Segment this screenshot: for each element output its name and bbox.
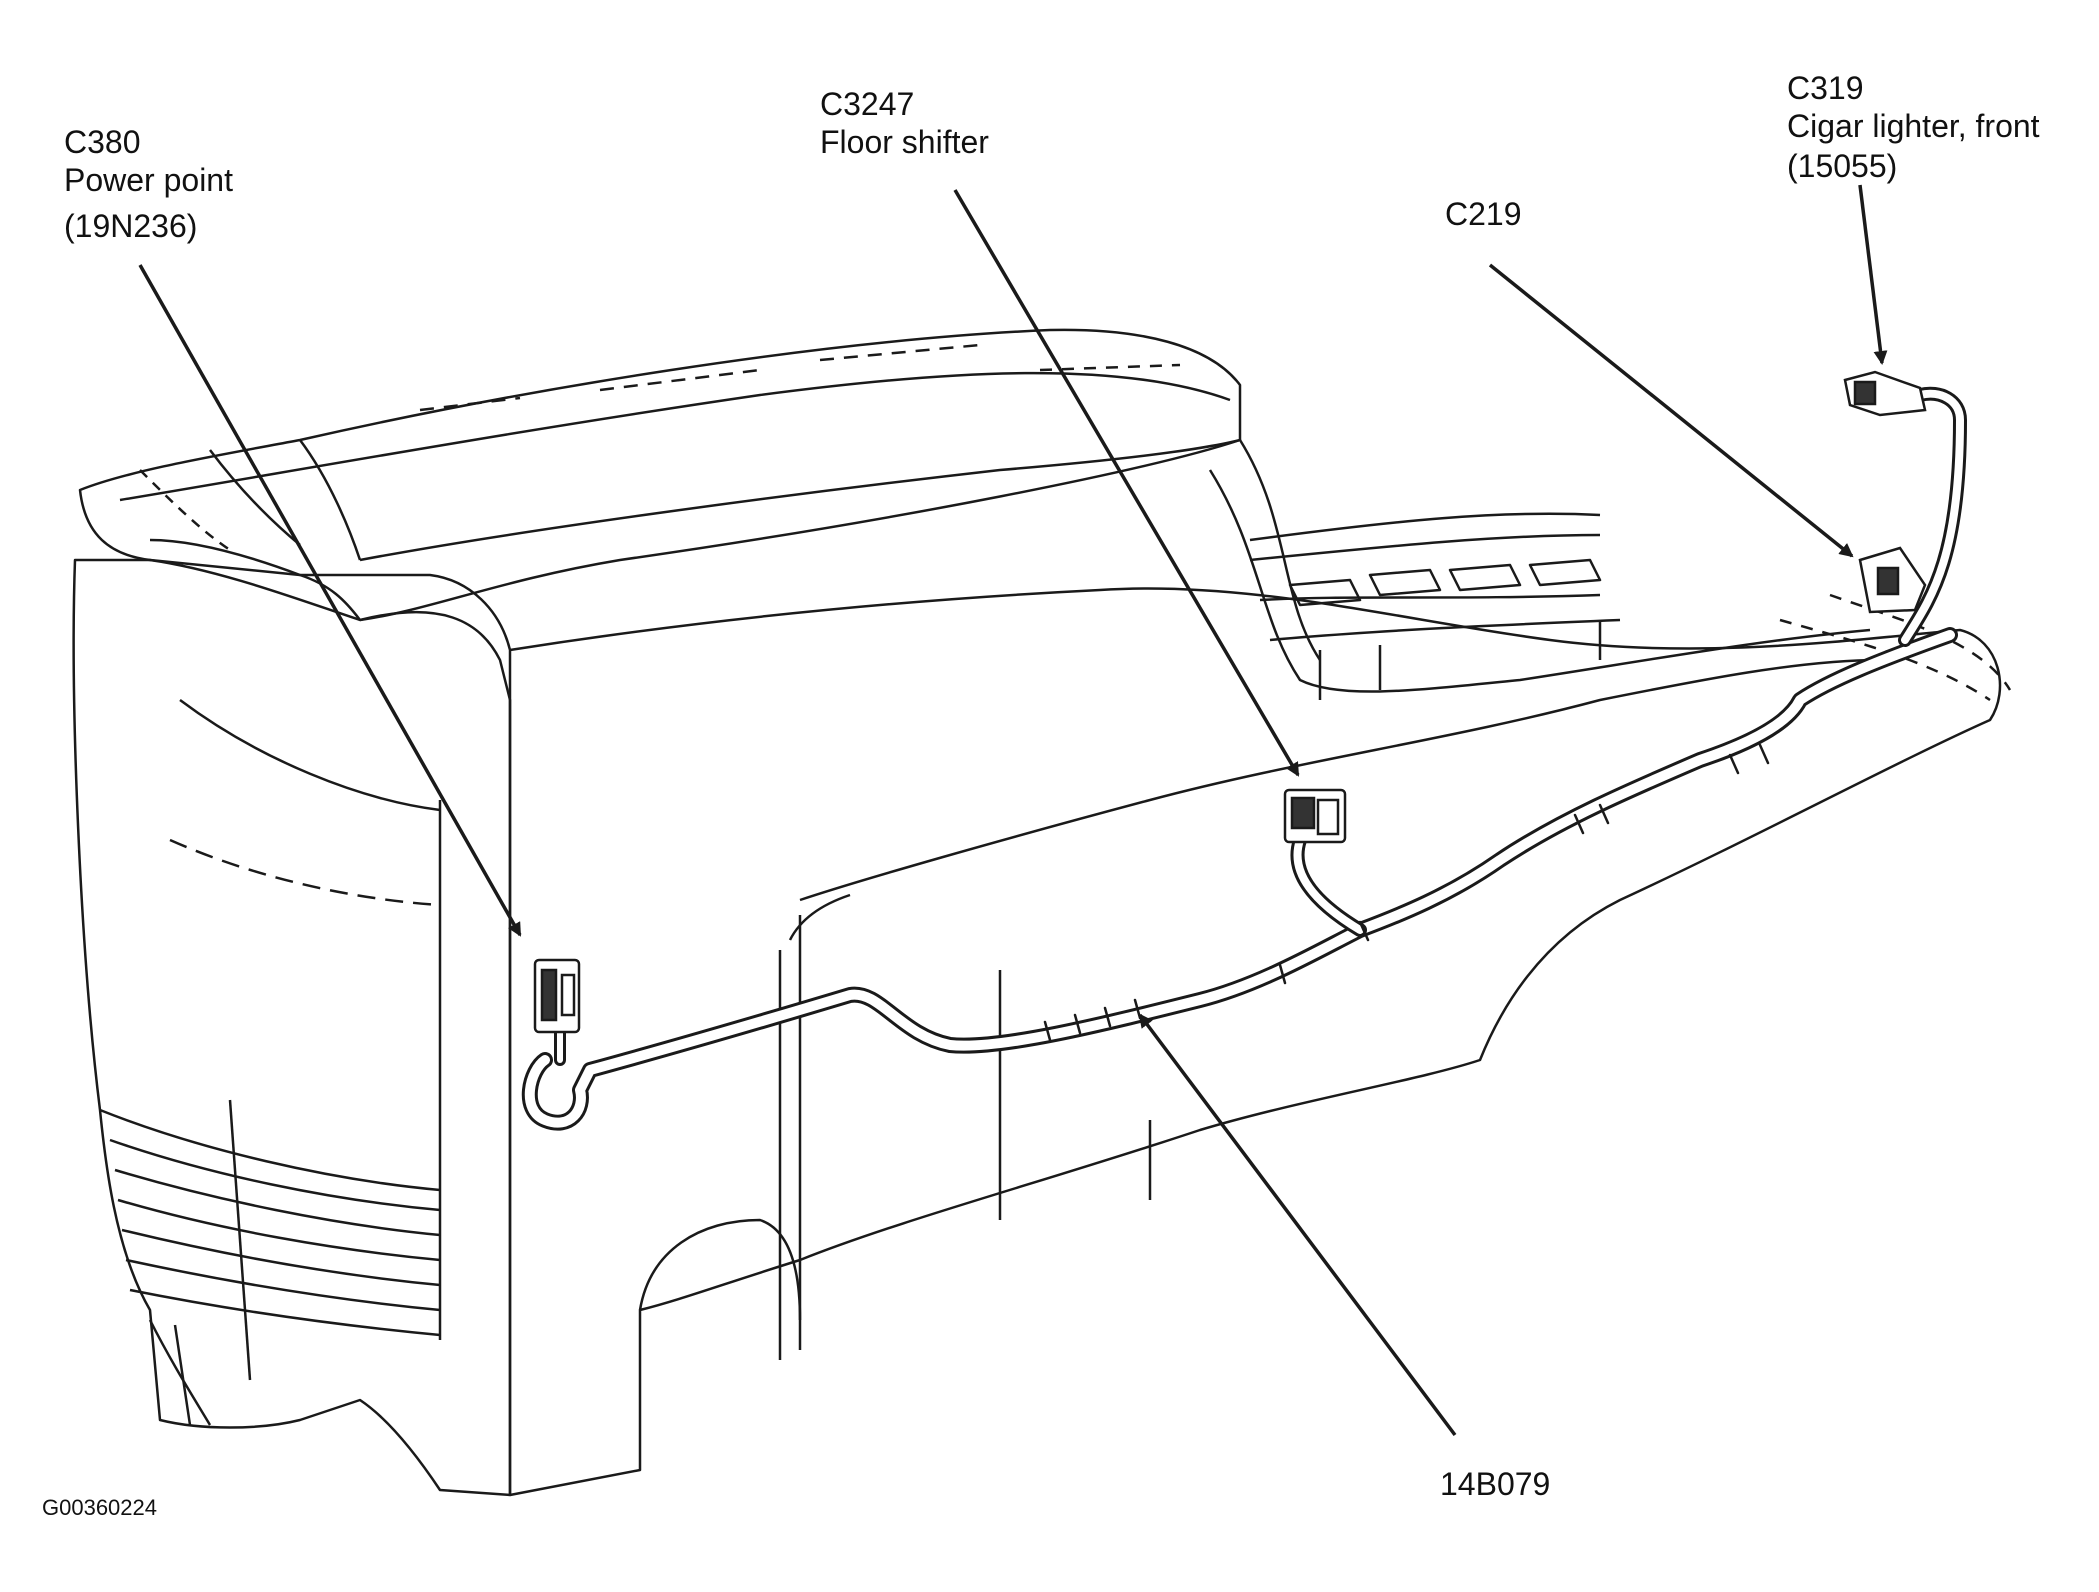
- rear-tray: [1208, 469, 1871, 693]
- callout-c380: C380 Power point (19N236): [64, 123, 233, 245]
- armrest-lid: [78, 328, 1242, 622]
- arrow-14b079: [1138, 1013, 1457, 1437]
- console-front-face: [72, 558, 512, 1497]
- callout-14b079-id: 14B079: [1440, 1466, 1551, 1502]
- callout-c380-id: C380: [64, 124, 141, 160]
- callout-c3247-desc: Floor shifter: [820, 124, 989, 160]
- callout-c219: C219: [1445, 195, 1522, 233]
- callout-c3247-id: C3247: [820, 86, 915, 122]
- callout-c380-desc: Power point: [64, 162, 233, 198]
- callout-c319-id: C319: [1787, 70, 1864, 106]
- connector-c319-shape: [1843, 370, 1927, 417]
- arrow-c319: [1858, 184, 1888, 365]
- callout-c319: C319 Cigar lighter, front (15055): [1787, 69, 2040, 185]
- connector-c3247-shape: [1283, 788, 1347, 844]
- wiring-harness: [521, 386, 1967, 1131]
- figure-id: G00360224: [42, 1495, 157, 1520]
- arrow-c219: [1488, 263, 1854, 558]
- connector-c219-shape: [1858, 546, 1927, 614]
- arrow-c380: [138, 264, 522, 937]
- connector-c380-shape: [533, 958, 581, 1034]
- callout-14b079: 14B079: [1440, 1465, 1550, 1503]
- arrow-c3247: [953, 189, 1300, 777]
- callout-c3247: C3247 Floor shifter: [820, 85, 989, 161]
- console-body: [72, 328, 2012, 1497]
- callout-c380-part: (19N236): [64, 208, 198, 244]
- console-side-panel: [509, 587, 2002, 1497]
- callout-c319-desc: Cigar lighter, front: [1787, 108, 2040, 144]
- callout-c319-part: (15055): [1787, 148, 1898, 184]
- connectors: [533, 370, 1927, 1034]
- leader-arrows: [138, 184, 1888, 1437]
- callout-c219-id: C219: [1445, 196, 1522, 232]
